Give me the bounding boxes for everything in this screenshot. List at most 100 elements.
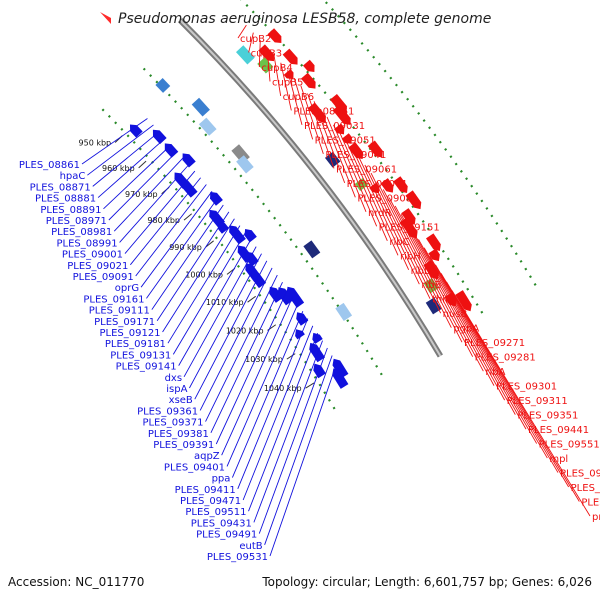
reverse-gene	[332, 368, 349, 389]
gene-leader-line	[135, 184, 207, 277]
genome-summary-text: Topology: circular; Length: 6,601,757 bp…	[261, 575, 592, 589]
gene-leader-line	[199, 267, 273, 411]
genome-backbone-highlight	[179, 19, 442, 357]
gene-label: proA	[592, 512, 600, 523]
gene-leader-line	[183, 246, 257, 378]
forward-gene	[393, 176, 408, 193]
gene-label: PLES_09271	[464, 338, 525, 349]
gene-label: PLES_09151	[379, 222, 440, 233]
gene-leader-line	[92, 131, 160, 187]
gene-label: PLES_09431	[191, 518, 252, 529]
reverse-gene	[277, 287, 294, 306]
gene-leader-line	[205, 274, 278, 422]
gene-leader-line	[406, 222, 506, 401]
gene-label: ispA	[166, 384, 187, 395]
gene-label: PLES_09131	[110, 350, 171, 361]
gene-leader-line	[280, 62, 292, 111]
forward-gene	[367, 140, 383, 158]
forward-gene	[348, 142, 364, 160]
kbp-tick-mark	[205, 240, 214, 248]
gene-tracks	[101, 0, 539, 410]
gene-leader-line	[269, 362, 338, 557]
gene-leader-line	[388, 197, 474, 357]
gene-leader-line	[307, 93, 335, 169]
gene-label: oprG	[115, 283, 139, 294]
reverse-gene	[313, 363, 326, 379]
gene-leader-line	[266, 47, 271, 82]
kbp-tick-mark	[247, 295, 256, 303]
reverse-gene	[295, 329, 305, 340]
gene-label: PLES_08861	[19, 160, 80, 171]
accession-text: Accession: NC_011770	[8, 575, 144, 589]
gene-leader-line	[326, 116, 367, 212]
gene-label: PLES_09531	[207, 552, 268, 563]
gene-leader-line	[140, 191, 213, 288]
gene-leader-line	[435, 264, 559, 473]
gene-leader-line	[167, 225, 241, 344]
gene-label: nrdR	[368, 208, 392, 219]
gene-label: PLES_09571	[560, 469, 600, 480]
gene-leader-line	[81, 118, 148, 165]
gene-leader-line	[400, 213, 495, 386]
gene-leader-line	[440, 273, 570, 488]
gene-label: PLES_09411	[175, 485, 236, 496]
kbp-tick-mark	[305, 382, 315, 389]
forward-gene	[282, 48, 298, 65]
gene-label: PLES_09171	[94, 317, 155, 328]
forward-gene	[258, 44, 274, 62]
left-gene-labels: PLES_08861hpaCPLES_08871PLES_08881PLES_0…	[19, 118, 338, 563]
gene-label: PLES_09511	[185, 507, 246, 518]
gene-leader-line	[370, 172, 442, 314]
reverse-gene	[251, 271, 267, 289]
gene-leader-line	[345, 140, 399, 256]
reverse-gene	[152, 129, 167, 145]
gene-label: PLES_08871	[30, 182, 91, 193]
gene-leader-line	[313, 101, 346, 184]
forward-gene	[401, 208, 416, 225]
gene-leader-line	[113, 157, 184, 232]
gene-label: PLES_09111	[89, 306, 150, 317]
gene-leader-line	[412, 230, 516, 415]
map-title: Pseudomonas aeruginosa LESB58, complete …	[118, 11, 491, 27]
gene-label: ribH	[400, 251, 421, 262]
gene-label: PLES_09051	[315, 135, 376, 146]
gene-label: PLES_09621	[581, 498, 600, 509]
gene-label: ribB	[421, 280, 441, 291]
gene-label: PLES_09351	[517, 411, 578, 422]
gene-leader-line	[129, 177, 201, 266]
gene-leader-line	[418, 239, 527, 430]
reverse-gene	[244, 229, 257, 243]
gene-leader-line	[172, 232, 246, 355]
feature-block	[198, 117, 217, 136]
feature-block	[303, 240, 321, 259]
gene-leader-line	[87, 124, 154, 176]
forward-gene	[341, 133, 352, 144]
kbp-tick-label: 1030 kbp	[245, 355, 283, 364]
gene-label: PLES_09001	[62, 250, 123, 261]
forward-gene	[302, 59, 315, 72]
reverse-gene	[182, 153, 196, 168]
gene-leader-line	[108, 150, 178, 221]
gene-label: cupB6	[283, 92, 314, 103]
gene-leader-line	[119, 164, 190, 243]
reverse-gene	[180, 179, 198, 198]
gene-label: PLES_08991	[57, 238, 118, 249]
kbp-tick-mark	[138, 160, 147, 169]
gene-leader-line	[178, 239, 252, 366]
gene-label: PLES_09371	[142, 418, 203, 429]
forward-gene	[405, 190, 422, 210]
gene-label: cupB4	[261, 63, 292, 74]
gene-leader-line	[287, 70, 303, 126]
feature-block	[235, 45, 255, 65]
gene-leader-line	[429, 255, 548, 459]
reverse-gene	[210, 191, 223, 206]
gene-leader-line	[156, 211, 230, 322]
gene-label: PLES_09091	[73, 272, 134, 283]
gene-label: PLES_09121	[99, 328, 160, 339]
gene-label: PLES_09071	[347, 179, 408, 190]
feature-block	[236, 155, 254, 174]
forward-gene	[267, 28, 282, 44]
gene-label: PLES_09581	[571, 483, 600, 494]
